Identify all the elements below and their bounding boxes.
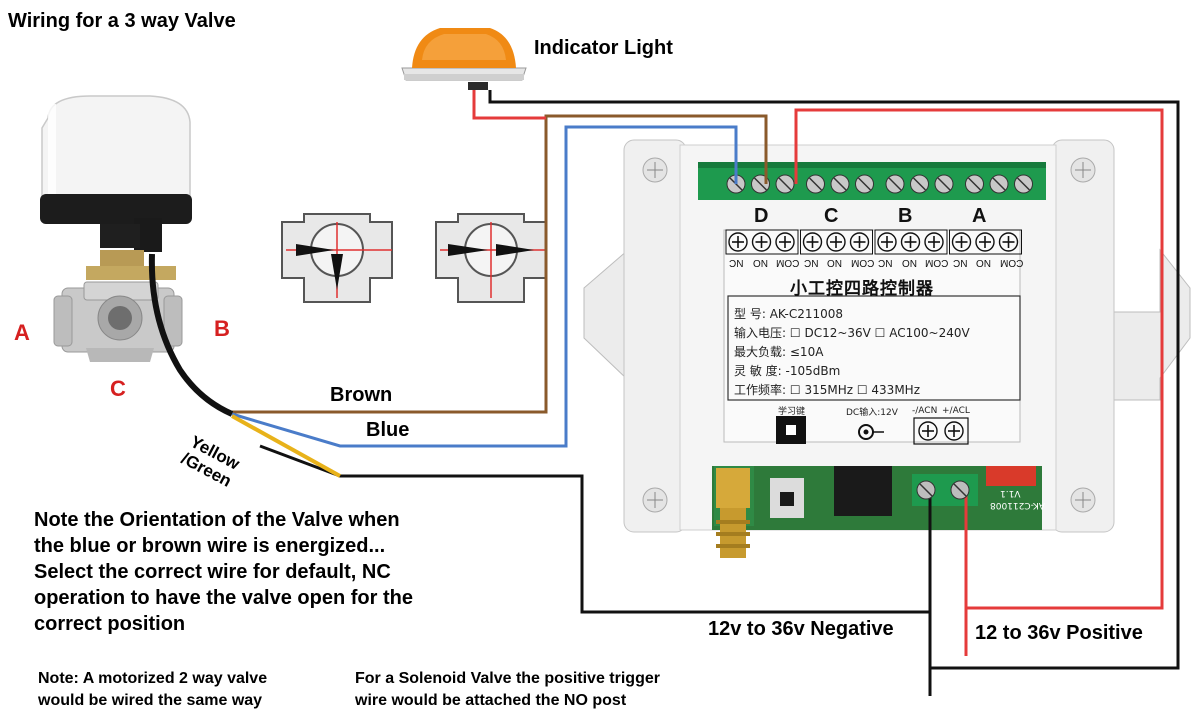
terminal-plus-icon bbox=[975, 232, 995, 252]
terminal-plus-icons bbox=[725, 229, 1022, 255]
terminal-screw-slot bbox=[753, 177, 768, 191]
valve-port-b-label: B bbox=[214, 316, 230, 341]
terminal-label: NO bbox=[901, 257, 917, 268]
valve-port-a-label: A bbox=[14, 320, 30, 345]
motorized-valve-icon bbox=[40, 95, 192, 362]
two-way-valve-note: Note: A motorized 2 way valve would be w… bbox=[38, 670, 268, 709]
terminal-plus-icon bbox=[728, 232, 748, 252]
terminal-screw-slot bbox=[937, 177, 951, 191]
terminal-plus-icon bbox=[924, 232, 944, 252]
brown-wire bbox=[232, 114, 768, 414]
dc-input-label: DC输入:12V bbox=[846, 408, 898, 418]
terminal-label: COM bbox=[776, 257, 800, 268]
terminal-label: NC bbox=[952, 257, 967, 268]
terminal-group-box bbox=[800, 229, 873, 255]
power-terminal-neg-label: -/ACN bbox=[912, 406, 938, 416]
terminal-plus-icon bbox=[775, 232, 795, 252]
valve-cable bbox=[148, 253, 234, 417]
terminal-group-box bbox=[949, 229, 1022, 255]
channel-b-label: B bbox=[898, 205, 913, 227]
terminal-label: NO bbox=[827, 257, 842, 268]
controller-spec-list: 型 号: AK-C211008 输入电压: ☐ DC12~36V ☐ AC100… bbox=[734, 305, 1014, 400]
controller-module bbox=[583, 139, 1191, 558]
terminal-screw-slot bbox=[888, 177, 902, 191]
orientation-note: Note the Orientation of the Valve when t… bbox=[34, 509, 413, 635]
page-title: Wiring for a 3 way Valve bbox=[8, 10, 236, 32]
positive-supply-label: 12 to 36v Positive bbox=[975, 622, 1143, 644]
blue-wire-label: Blue bbox=[366, 419, 410, 441]
terminal-plus-icon bbox=[877, 232, 897, 252]
terminal-group-box bbox=[725, 229, 799, 255]
terminal-plus-icon bbox=[951, 232, 972, 252]
terminal-plus-icon bbox=[900, 232, 921, 252]
terminal-label: NO bbox=[752, 257, 768, 268]
terminal-screws bbox=[726, 174, 1033, 194]
board-version-text: V1.1 bbox=[1000, 488, 1021, 498]
red-indicator-wire bbox=[472, 90, 546, 120]
spec-row: 灵 敏 度: -105dBm bbox=[734, 364, 841, 378]
terminal-plus-icon bbox=[849, 232, 870, 252]
brown-wire-label: Brown bbox=[330, 384, 393, 406]
controller-title: 小工控四路控制器 bbox=[790, 279, 934, 298]
terminal-plus-icon bbox=[802, 232, 823, 252]
red-positive-wire bbox=[794, 108, 1164, 610]
channel-c-label: C bbox=[824, 205, 839, 227]
terminal-screw-slot bbox=[778, 177, 792, 191]
spec-row: 最大负载: ≤10A bbox=[734, 345, 824, 359]
channel-a-label: A bbox=[972, 205, 987, 227]
terminal-plus-icon bbox=[998, 232, 1019, 252]
terminal-screw-slot bbox=[857, 177, 872, 191]
blue-wire bbox=[231, 125, 738, 448]
board-model-text: AK-C211008 bbox=[990, 500, 1046, 510]
terminal-screw-slot bbox=[967, 177, 982, 191]
spec-row: 型 号: AK-C211008 bbox=[734, 307, 844, 321]
terminal-label: COM bbox=[850, 257, 874, 268]
terminal-screw-slot bbox=[833, 177, 847, 191]
terminal-label: COM bbox=[999, 257, 1023, 268]
terminal-screw-slot bbox=[1016, 177, 1031, 191]
terminal-label: NO bbox=[976, 257, 991, 268]
valve-port-c-label: C bbox=[110, 376, 126, 401]
spec-row: 工作频率: ☐ 315MHz ☐ 433MHz bbox=[734, 383, 920, 397]
channel-d-label: D bbox=[754, 205, 769, 227]
spec-row: 输入电压: ☐ DC12~36V ☐ AC100~240V bbox=[734, 326, 970, 340]
valve-position-diagram-2 bbox=[435, 213, 547, 303]
terminal-plus-icon bbox=[826, 232, 846, 252]
terminal-label: NC bbox=[803, 257, 818, 268]
terminal-label: NC bbox=[878, 257, 893, 268]
terminal-plus-icon bbox=[751, 232, 772, 252]
terminal-label: NC bbox=[729, 257, 744, 268]
terminal-screw-slot bbox=[992, 177, 1006, 191]
terminal-group-box bbox=[874, 229, 948, 255]
indicator-light-icon bbox=[401, 28, 527, 90]
learn-key-label: 学习键 bbox=[778, 407, 806, 417]
terminal-label: COM bbox=[925, 257, 949, 268]
terminal-screw-slot bbox=[808, 177, 823, 191]
indicator-light-label: Indicator Light bbox=[534, 37, 673, 59]
black-valve-wire bbox=[259, 444, 932, 614]
power-terminal-pos-label: +/ACL bbox=[942, 406, 970, 416]
valve-position-diagram-1 bbox=[281, 213, 393, 303]
terminal-screw-slot bbox=[912, 177, 927, 191]
solenoid-valve-note: For a Solenoid Valve the positive trigge… bbox=[355, 670, 660, 709]
yellow-green-wire bbox=[231, 414, 341, 478]
negative-supply-label: 12v to 36v Negative bbox=[708, 618, 894, 640]
